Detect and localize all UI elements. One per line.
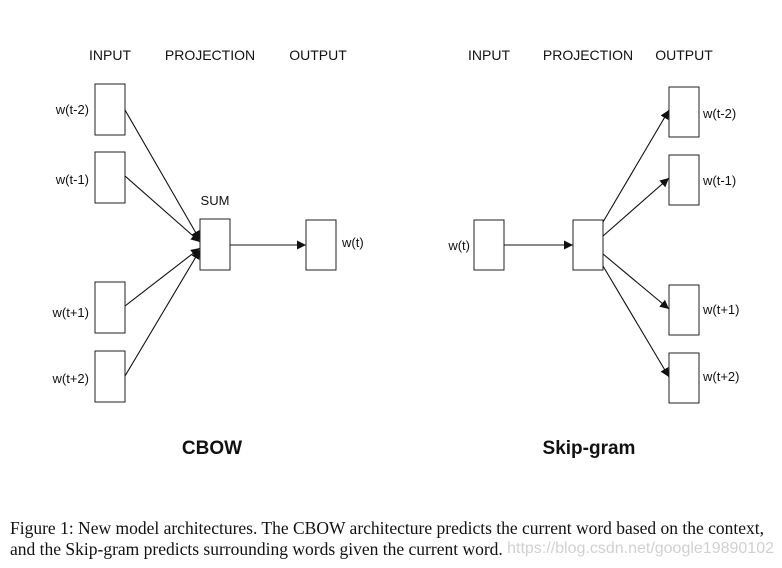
skipgram-projection-header: PROJECTION xyxy=(543,47,633,63)
cbow-input-box-t+1 xyxy=(94,281,126,334)
watermark: https://blog.csdn.net/google19890102 xyxy=(507,540,774,557)
skipgram-output-box-t+2 xyxy=(668,352,700,404)
cbow-input-box-t-1 xyxy=(94,151,126,204)
figure-caption: Figure 1: New model architectures. The C… xyxy=(10,518,765,559)
cbow-arrow-t-1 xyxy=(124,175,201,243)
cbow-arrow-t+2 xyxy=(124,249,201,377)
skipgram-input-label: w(t) xyxy=(447,238,470,253)
cbow-output-header: OUTPUT xyxy=(289,47,347,63)
cbow-output-label: w(t) xyxy=(341,235,364,250)
skipgram-input-box xyxy=(473,219,505,271)
skipgram-input-header: INPUT xyxy=(468,47,510,63)
cbow-title: CBOW xyxy=(182,438,242,459)
cbow-input-label-t-2: w(t-2) xyxy=(55,102,89,117)
cbow-projection-header: PROJECTION xyxy=(165,47,255,63)
skipgram-arrow-t-2 xyxy=(602,109,670,223)
skipgram-diagram: INPUT PROJECTION OUTPUT w(t) w(t-2) w(t-… xyxy=(447,47,739,459)
skipgram-arrow-t-1 xyxy=(602,177,670,237)
cbow-input-label-t+1: w(t+1) xyxy=(52,305,89,320)
cbow-arrow-t-2 xyxy=(124,109,201,241)
skipgram-projection-box xyxy=(572,219,604,271)
cbow-input-box-t-2 xyxy=(94,83,126,136)
skipgram-output-header: OUTPUT xyxy=(655,47,713,63)
cbow-diagram: INPUT PROJECTION OUTPUT w(t-2) w(t-1) w(… xyxy=(52,47,364,459)
cbow-projection-box xyxy=(199,218,231,271)
skipgram-output-box-t+1 xyxy=(668,284,700,336)
cbow-input-label-t+2: w(t+2) xyxy=(52,371,89,386)
cbow-sum-label: SUM xyxy=(201,193,230,208)
cbow-input-label-t-1: w(t-1) xyxy=(55,172,89,187)
skipgram-title: Skip-gram xyxy=(543,438,636,459)
skipgram-output-label-t+2: w(t+2) xyxy=(702,369,739,384)
skipgram-output-label-t+1: w(t+1) xyxy=(702,302,739,317)
skipgram-arrow-t+2 xyxy=(602,265,670,378)
cbow-input-box-t+2 xyxy=(94,350,126,403)
skipgram-output-label-t-2: w(t-2) xyxy=(702,106,736,121)
skipgram-arrow-t+1 xyxy=(602,253,670,310)
skipgram-output-box-t-2 xyxy=(668,86,700,138)
cbow-input-header: INPUT xyxy=(89,47,131,63)
cbow-output-box xyxy=(305,219,337,271)
skipgram-output-box-t-1 xyxy=(668,154,700,206)
cbow-arrow-t+1 xyxy=(124,247,201,307)
skipgram-output-label-t-1: w(t-1) xyxy=(702,173,736,188)
